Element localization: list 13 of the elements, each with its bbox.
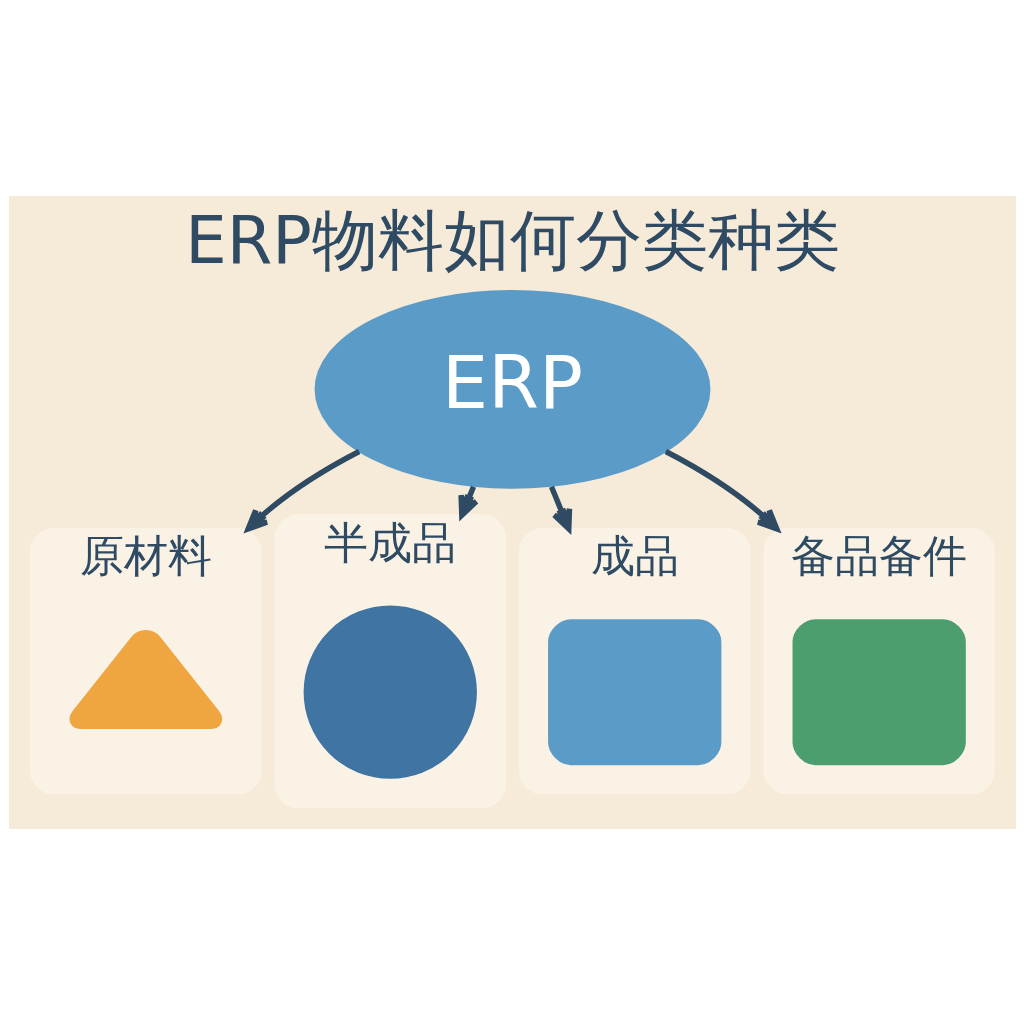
node-triangle [69, 629, 222, 729]
node-box [547, 618, 721, 765]
arrow [548, 485, 572, 532]
cluster: 原材料 [29, 527, 262, 794]
node-ellipse: ERP [314, 289, 710, 489]
node-circle [303, 605, 477, 779]
arrow [664, 448, 780, 532]
diagram-title: ERP物料如何分类种类 [184, 201, 840, 278]
cluster: 成品 [518, 527, 751, 794]
cluster: 半成品 [273, 513, 506, 808]
node-box [792, 618, 966, 765]
cluster: 备品备件 [762, 527, 995, 794]
arrow [244, 448, 360, 532]
